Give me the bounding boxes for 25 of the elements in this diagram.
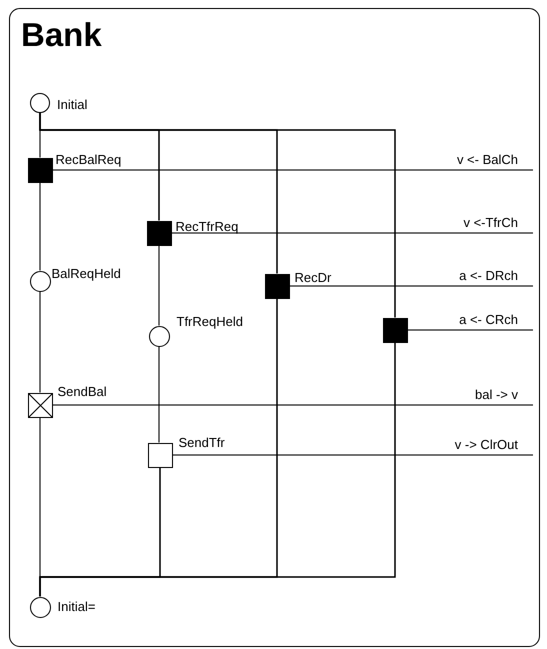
state-label: Initial= [58, 598, 96, 614]
edge-label: v -> ClrOut [454, 437, 519, 452]
state-label: SendBal [58, 384, 107, 398]
connector-line [39, 113, 396, 318]
edge-label: v <-TfrCh [462, 215, 519, 230]
state-label: Initial [57, 97, 88, 112]
channel-line [52, 404, 534, 406]
channel-line [171, 232, 534, 234]
frame [9, 8, 540, 647]
edge-label: a <- CRch [458, 312, 519, 327]
state-label: SendTfr [178, 434, 225, 450]
connector-line [158, 346, 160, 443]
connector-line [39, 342, 396, 596]
connector-line [158, 245, 160, 326]
state-label: RecTfrReq [176, 218, 238, 234]
receive-symbol [382, 318, 408, 342]
edge-label: bal -> v [474, 387, 519, 402]
title: Bank [21, 15, 102, 55]
edge-label: v <- BalCh [456, 152, 519, 167]
state-label: BalReqHeld [52, 266, 121, 280]
channel-line [172, 454, 534, 456]
state-label: TfrReqHeld [176, 314, 243, 328]
state-label: RecBalReq [56, 152, 122, 166]
edge-label: a <- DRch [458, 268, 519, 283]
state-label: RecDr [294, 270, 332, 284]
